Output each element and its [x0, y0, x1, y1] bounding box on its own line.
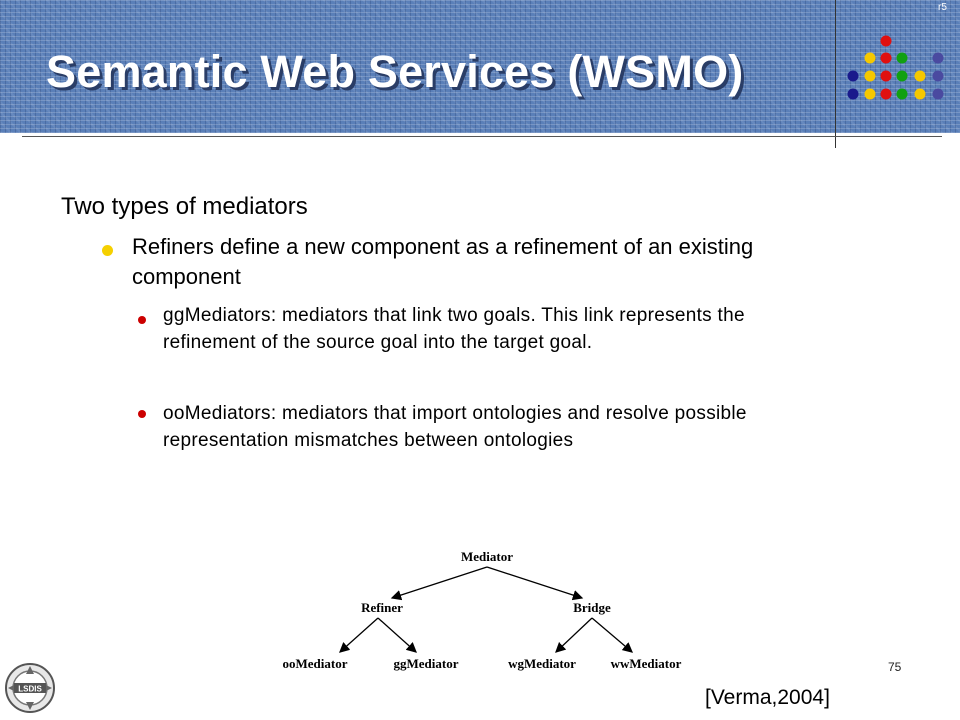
mediator-hierarchy-diagram: Mediator Refiner Bridge ooMediator ggMed…	[283, 549, 682, 671]
edge-bridge-wwmediator	[591, 617, 633, 653]
node-wwmediator: wwMediator	[611, 656, 682, 671]
node-oomediator: ooMediator	[283, 656, 348, 671]
edge-refiner-oomediator	[339, 617, 379, 653]
bullet-red-icon	[138, 410, 146, 418]
bullet-yellow-icon	[102, 245, 113, 256]
heading-two-types: Two types of mediators	[61, 193, 308, 220]
lsdis-logo-icon: LSDIS	[5, 663, 55, 713]
node-ggmediator: ggMediator	[394, 656, 459, 671]
page-number: 75	[888, 660, 902, 674]
node-wgmediator: wgMediator	[508, 656, 576, 671]
node-mediator: Mediator	[461, 549, 513, 564]
header-divider-horizontal	[22, 136, 942, 137]
slide-title: Semantic Web Services (WSMO)	[46, 46, 744, 97]
bullet-red-icon	[138, 316, 146, 324]
node-refiner: Refiner	[361, 600, 403, 615]
corner-mark: r5	[938, 2, 947, 13]
edge-bridge-wgmediator	[555, 617, 593, 653]
node-bridge: Bridge	[573, 600, 611, 615]
edge-mediator-refiner	[390, 566, 488, 601]
lsdis-logo-text: LSDIS	[18, 685, 42, 694]
refiners-text: Refiners define a new component as a ref…	[132, 234, 754, 289]
edge-mediator-bridge	[486, 566, 584, 601]
ggmediators-text: ggMediators: mediators that link two goa…	[163, 305, 745, 353]
oomediators-text: ooMediators: mediators that import ontol…	[163, 403, 747, 451]
header-divider-vertical	[835, 0, 836, 148]
citation: [Verma,2004]	[705, 686, 830, 709]
header-banner	[0, 0, 960, 133]
dot-grid-logo-icon	[847, 35, 944, 100]
edge-refiner-ggmediator	[377, 617, 417, 653]
